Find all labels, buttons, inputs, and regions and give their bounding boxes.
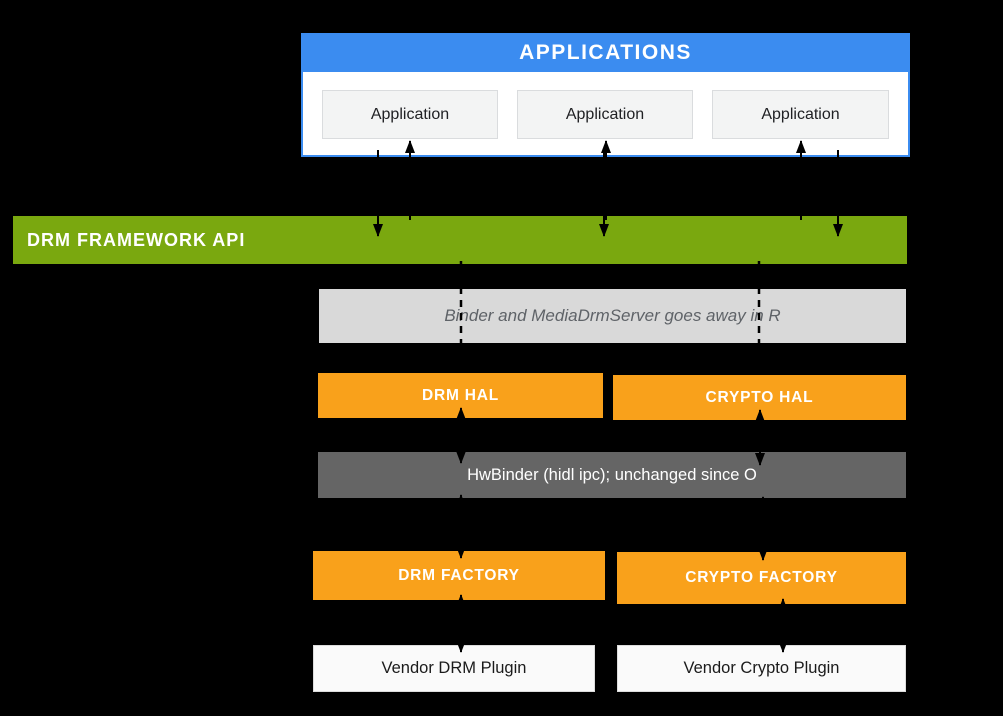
- crypto-factory-box: CRYPTO FACTORY: [617, 552, 906, 604]
- drm-factory-box: DRM FACTORY: [313, 551, 605, 600]
- application-box-2: Application: [517, 90, 693, 139]
- hwbinder-box: HwBinder (hidl ipc); unchanged since O: [318, 452, 906, 498]
- binder-note-box: Binder and MediaDrmServer goes away in R: [319, 289, 906, 343]
- crypto-hal-box: CRYPTO HAL: [613, 375, 906, 420]
- drm-hal-box: DRM HAL: [318, 373, 603, 418]
- vendor-crypto-plugin-box: Vendor Crypto Plugin: [617, 645, 906, 692]
- application-box-1: Application: [322, 90, 498, 139]
- vendor-drm-plugin-box: Vendor DRM Plugin: [313, 645, 595, 692]
- drm-framework-api-bar: DRM FRAMEWORK API: [13, 216, 907, 264]
- applications-header: APPLICATIONS: [301, 33, 910, 72]
- application-box-3: Application: [712, 90, 889, 139]
- drm-framework-api-label: DRM FRAMEWORK API: [27, 229, 246, 250]
